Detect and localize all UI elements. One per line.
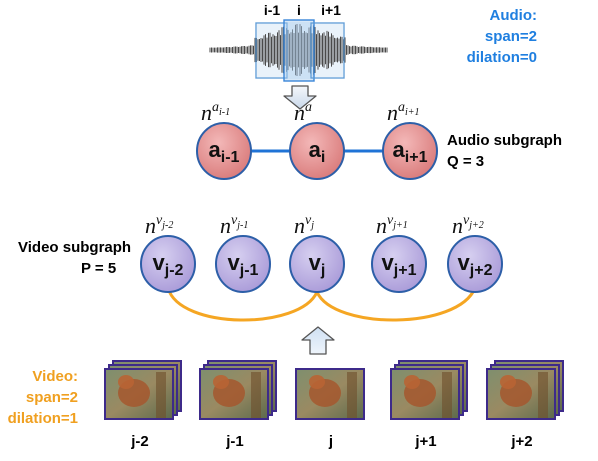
- video-frame-label: j-2: [130, 433, 149, 450]
- audio-subgraph-title-line2: Q = 3: [447, 153, 484, 170]
- audio-node-label: ai+1: [393, 137, 428, 166]
- video-node-degree-label: nvj: [294, 213, 314, 238]
- video-node-degree-label: nvj-1: [220, 213, 248, 238]
- video-frame-label: j: [328, 433, 333, 450]
- audio-config-title: Audio:: [490, 7, 537, 24]
- video-node-circle: [371, 235, 427, 293]
- video-frame-stack: [104, 360, 182, 420]
- audio-window-current: [283, 19, 315, 82]
- up-arrow-icon: [301, 326, 335, 355]
- audio-node: ai-1 nai-1: [196, 100, 252, 180]
- audio-segment-label-next: i+1: [321, 2, 341, 18]
- audio-segment-label-current: i: [297, 2, 301, 18]
- audio-node-label: ai: [309, 137, 326, 166]
- video-node: vj-1 nvj-1: [215, 213, 271, 293]
- audio-node: ai+1 nai+1: [382, 100, 438, 180]
- squirrel-head-icon: [309, 375, 325, 389]
- squirrel-head-icon: [213, 375, 229, 389]
- video-node-label: vj: [309, 250, 326, 279]
- tree-trunk-icon: [251, 372, 261, 418]
- audio-node-degree-label: nai+1: [387, 100, 420, 125]
- video-edge-left: [166, 287, 319, 322]
- video-node-circle: [140, 235, 196, 293]
- audio-node-degree-label: nai-1: [201, 100, 230, 125]
- audio-node-circle: [196, 122, 252, 180]
- audio-subgraph-title: Audio subgraph Q = 3: [447, 132, 562, 170]
- video-node-circle: [289, 235, 345, 293]
- video-node-circle: [215, 235, 271, 293]
- video-subgraph-title: Video subgraph P = 5: [18, 239, 131, 277]
- audio-segment-label-prev: i-1: [264, 2, 281, 18]
- video-node-label: vj-2: [153, 250, 184, 279]
- video-config-dilation: dilation=1: [8, 410, 78, 427]
- audio-node-circle: [289, 122, 345, 180]
- tree-trunk-icon: [156, 372, 166, 418]
- audio-config-dilation: dilation=0: [467, 49, 537, 66]
- audio-node-circle: [382, 122, 438, 180]
- audio-window-next: [310, 22, 345, 79]
- video-config-title: Video:: [32, 368, 78, 385]
- video-node-label: vj+1: [382, 250, 417, 279]
- audio-waveform: [209, 19, 388, 82]
- squirrel-head-icon: [404, 375, 420, 389]
- audio-subgraph-title-line1: Audio subgraph: [447, 132, 562, 149]
- video-node-circle: [447, 235, 503, 293]
- squirrel-head-icon: [118, 375, 134, 389]
- down-arrow-icon: [283, 85, 317, 110]
- video-frame-stack: [390, 360, 468, 420]
- video-frame-label: j+2: [510, 433, 532, 450]
- video-node-label: vj-1: [228, 250, 259, 279]
- video-node-degree-label: nvj+2: [452, 213, 484, 238]
- video-node-label: vj+2: [458, 250, 493, 279]
- video-frame-label: j+1: [414, 433, 436, 450]
- video-frame-stack: [199, 360, 277, 420]
- audio-node-label: ai-1: [209, 137, 240, 166]
- video-node: vj nvj: [289, 213, 345, 293]
- video-node-degree-label: nvj+1: [376, 213, 408, 238]
- video-edge-right: [315, 287, 477, 322]
- video-frame-stack: [295, 368, 365, 420]
- video-frame-stack: [486, 360, 564, 420]
- tree-trunk-icon: [347, 372, 357, 418]
- video-subgraph-title-line1: Video subgraph: [18, 239, 131, 256]
- video-subgraph-title-line2: P = 5: [81, 260, 116, 277]
- video-config: Video: span=2 dilation=1: [8, 368, 78, 427]
- audio-subgraph: ai-1 nai-1 ai na ai+1 nai+1: [196, 100, 438, 180]
- video-frames: j-2 j-1 j j+1 j+2: [104, 360, 564, 450]
- audio-node-degree-label: na: [294, 100, 312, 125]
- audio-config-span: span=2: [485, 28, 537, 45]
- video-subgraph: vj-2 nvj-2 vj-1 nvj-1 vj nvj vj+1 nvj+1 vj+2 nvj+…: [140, 213, 503, 322]
- tree-trunk-icon: [538, 372, 548, 418]
- video-node: vj+2 nvj+2: [447, 213, 503, 293]
- audio-node: ai na: [289, 100, 345, 180]
- video-node-degree-label: nvj-2: [145, 213, 173, 238]
- video-config-span: span=2: [26, 389, 78, 406]
- video-node: vj-2 nvj-2: [140, 213, 196, 293]
- video-node: vj+1 nvj+1: [371, 213, 427, 293]
- tree-trunk-icon: [442, 372, 452, 418]
- video-frame-label: j-1: [225, 433, 244, 450]
- squirrel-head-icon: [500, 375, 516, 389]
- audio-window-prev: [255, 22, 288, 79]
- audio-config: Audio: span=2 dilation=0: [467, 7, 537, 66]
